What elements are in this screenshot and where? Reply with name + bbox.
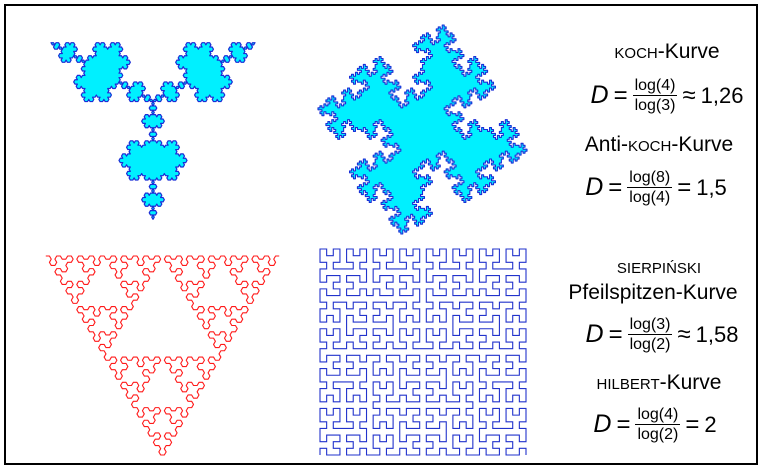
sierpinski-operator: ≈	[677, 320, 691, 348]
hilbert-suffix: -Kurve	[659, 371, 722, 394]
koch-snowflake-figure	[50, 42, 256, 220]
anti-koch-name: Koch	[627, 138, 672, 155]
sierpinski-var: D	[585, 320, 604, 348]
anti-koch-title: Anti-Koch-Kurve	[559, 133, 759, 157]
sierpinski-denominator: log(2)	[629, 336, 671, 353]
hilbert-var: D	[593, 410, 612, 438]
hilbert-name: Hilbert	[596, 376, 660, 393]
hilbert-operator: =	[685, 410, 700, 438]
koch-fraction: log(4) log(3)	[632, 76, 678, 115]
koch-snowflake-shape	[50, 42, 256, 220]
anti-koch-suffix: -Kurve	[671, 133, 734, 156]
anti-koch-figure	[317, 24, 528, 235]
sierpinski-arrowhead-figure	[45, 255, 280, 456]
koch-suffix: -Kurve	[657, 40, 720, 63]
anti-koch-result: 1,5	[696, 174, 727, 200]
equals-sign: =	[616, 410, 631, 438]
koch-name: Koch	[614, 45, 658, 62]
sierpinski-name: Sierpiński	[616, 260, 702, 277]
sierpinski-subtitle: Pfeilspitzen-Kurve	[568, 281, 738, 304]
anti-koch-var: D	[585, 173, 604, 201]
hilbert-result: 2	[704, 411, 717, 437]
koch-numerator: log(4)	[632, 77, 678, 96]
koch-formula: D = log(4) log(3) ≈ 1,26	[567, 76, 765, 115]
anti-koch-prefix: Anti-	[584, 133, 628, 156]
hilbert-curve-figure	[319, 248, 527, 456]
equals-sign: =	[608, 320, 623, 348]
sierpinski-arrowhead-curve	[45, 255, 280, 456]
anti-koch-denominator: log(4)	[629, 189, 671, 206]
sierpinski-title: Sierpiński	[559, 255, 759, 279]
hilbert-numerator: log(4)	[635, 406, 681, 425]
sierpinski-formula: D = log(3) log(2) ≈ 1,58	[562, 315, 762, 354]
sierpinski-numerator: log(3)	[627, 316, 673, 335]
anti-koch-numerator: log(8)	[627, 169, 673, 188]
anti-koch-operator: =	[677, 173, 692, 201]
koch-result: 1,26	[700, 82, 744, 108]
hilbert-fraction: log(4) log(2)	[635, 405, 681, 444]
equals-sign: =	[608, 173, 623, 201]
sierpinski-result: 1,58	[695, 321, 739, 347]
koch-denominator: log(3)	[634, 97, 676, 114]
anti-koch-formula: D = log(8) log(4) = 1,5	[556, 168, 756, 207]
hilbert-denominator: log(2)	[637, 426, 679, 443]
hilbert-curve-path	[319, 248, 527, 456]
hilbert-title: Hilbert-Kurve	[559, 371, 759, 395]
equals-sign: =	[613, 81, 628, 109]
koch-var: D	[590, 81, 609, 109]
koch-operator: ≈	[682, 81, 696, 109]
sierpinski-fraction: log(3) log(2)	[627, 315, 673, 354]
anti-koch-fraction: log(8) log(4)	[627, 168, 673, 207]
hilbert-formula: D = log(4) log(2) = 2	[555, 405, 755, 444]
koch-title: Koch-Kurve	[567, 40, 765, 64]
anti-koch-shape	[317, 24, 528, 235]
